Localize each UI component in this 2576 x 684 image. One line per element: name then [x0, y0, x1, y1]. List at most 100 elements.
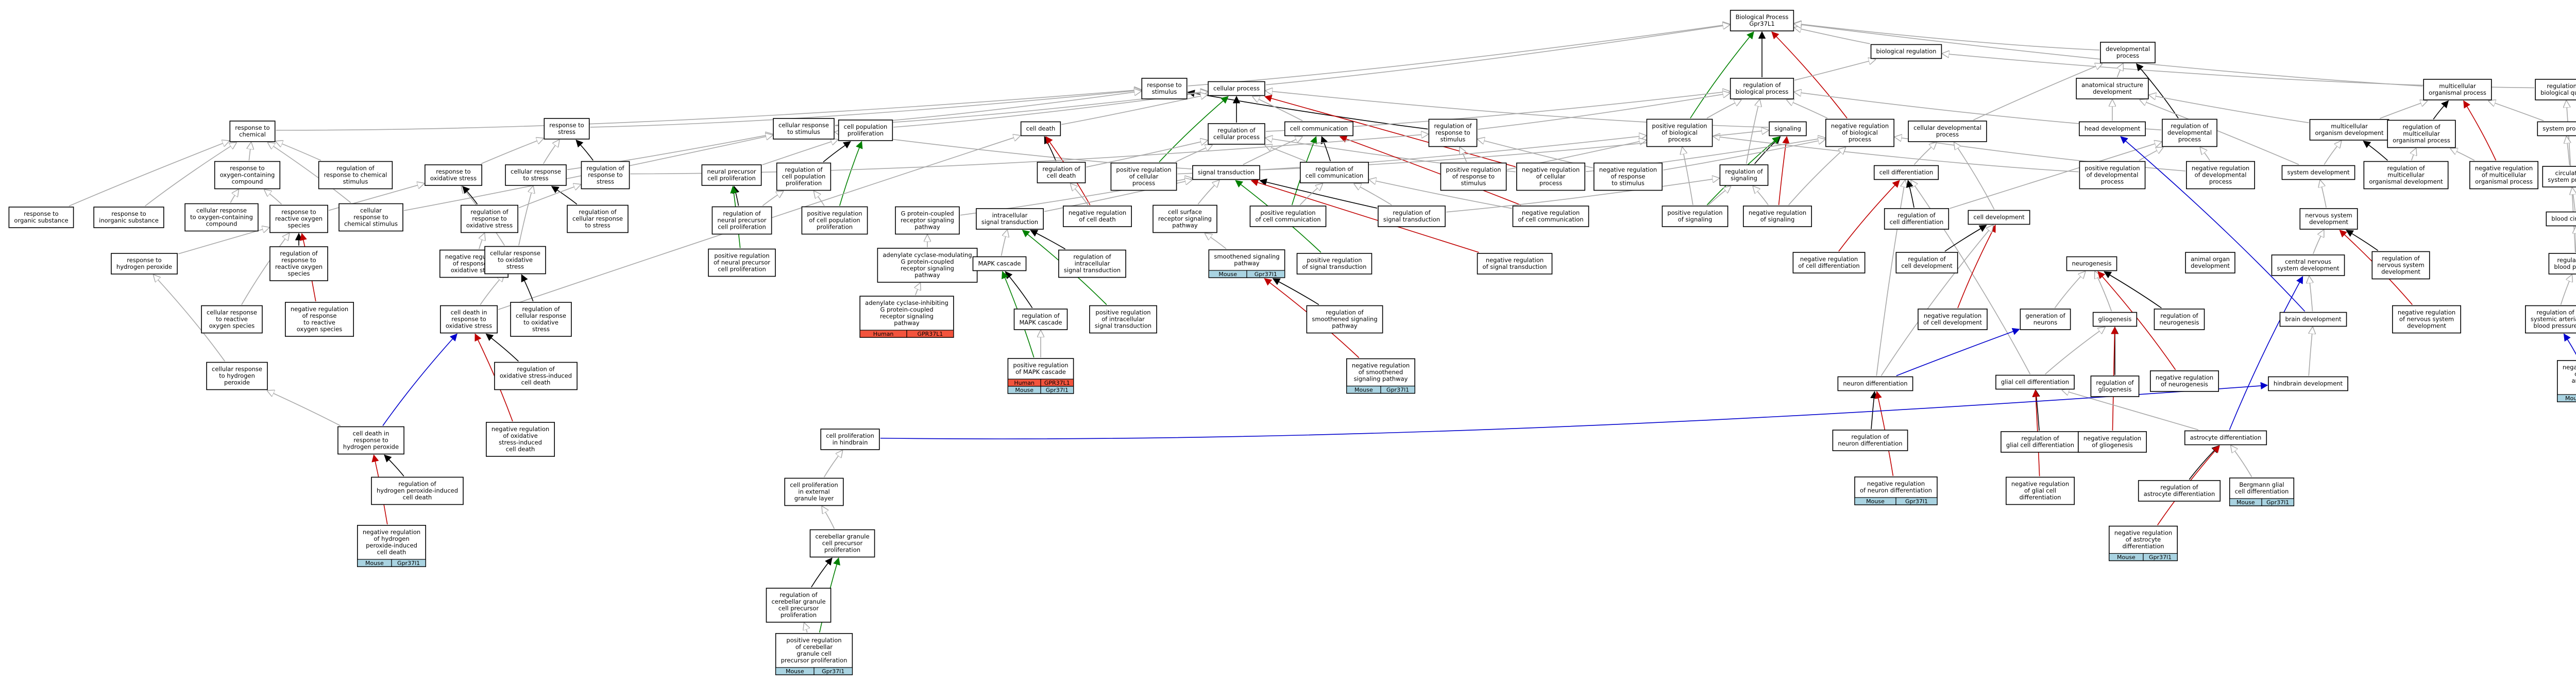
term-node-mapk[interactable]: MAPK cascade — [972, 256, 1027, 271]
term-node-cellcomm[interactable]: cell communication — [1284, 121, 1353, 136]
term-node-celldev[interactable]: cell development — [1968, 210, 2030, 225]
term-node-sigtrans[interactable]: signal transduction — [1192, 165, 1260, 180]
term-node-signaling[interactable]: signaling — [1769, 121, 1807, 136]
term-node-astrocytediff[interactable]: astrocyte differentiation — [2184, 430, 2267, 446]
term-node-neurogenesis[interactable]: neurogenesis — [2066, 256, 2117, 271]
term-node-neurondiff[interactable]: neuron differentiation — [1837, 376, 1913, 391]
term-node-glialdiff[interactable]: glial cell differentiation — [1995, 374, 2075, 390]
term-node-systemdev[interactable]: system development — [2281, 165, 2355, 180]
term-node-braindev[interactable]: brain development — [2279, 312, 2347, 327]
term-node-circsys[interactable]: circulatorysystem process — [2542, 166, 2576, 187]
term-node-cellproc[interactable]: cellular process — [1208, 81, 1265, 96]
term-node-biolreg[interactable]: biological regulation — [1870, 44, 1942, 59]
term-node-headdev[interactable]: head development — [2079, 121, 2146, 136]
term-node-hindbrain[interactable]: hindbrain development — [2268, 376, 2348, 391]
term-node-bloodcirc[interactable]: blood circulation — [2546, 211, 2576, 227]
